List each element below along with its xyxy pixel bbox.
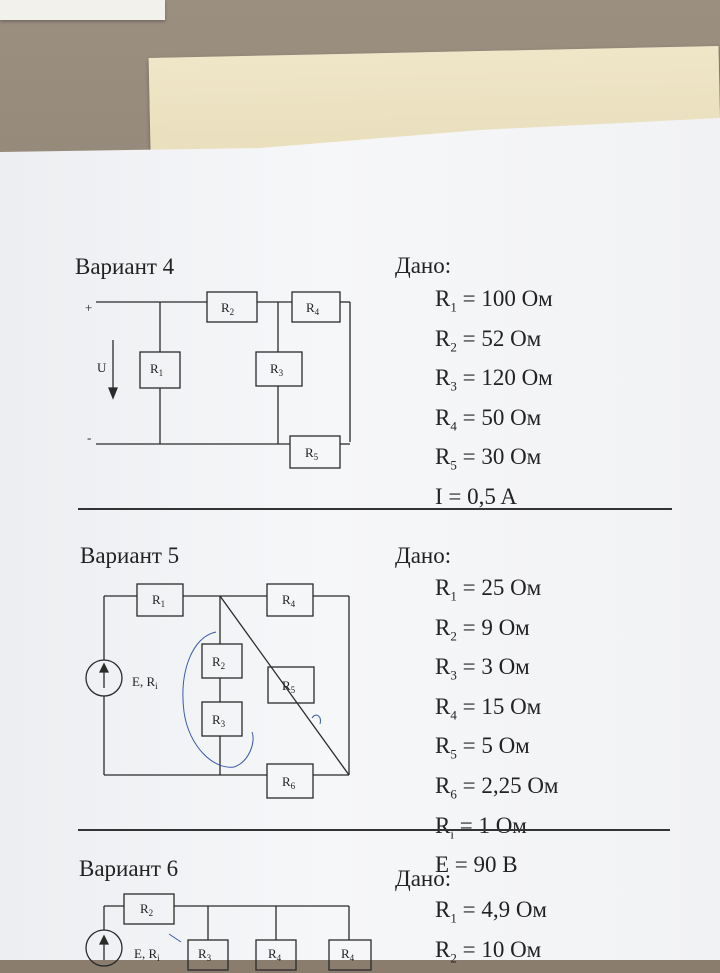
pen-mark (311, 714, 321, 725)
given-r5: R5 = 30 Ом (435, 444, 542, 473)
svg-text:R1: R1 (152, 592, 165, 609)
variant-4-given-title: Дано: (395, 253, 452, 278)
worksheet (0, 118, 720, 960)
svg-text:R4: R4 (306, 300, 320, 317)
given-r3: R3 = 3 Ом (435, 654, 530, 683)
resistor-r3 (201, 701, 243, 737)
background-paper-white (0, 0, 165, 20)
given-r5: R5 = 5 Ом (435, 733, 530, 762)
given-r4: R4 = 15 Ом (435, 693, 542, 723)
svg-text:E, Ri: E, Ri (132, 674, 158, 691)
given-current: I = 0,5 A (435, 483, 517, 509)
variant-5-given-list: R1 = 25 Ом R2 = 9 Ом R3 = 3 Ом R4 = 15 О… (435, 572, 558, 880)
given-emf: E = 90 B (435, 852, 518, 878)
variant-4-title: Вариант 4 (75, 254, 175, 279)
minus-terminal: - (87, 430, 91, 445)
svg-text:R1: R1 (150, 361, 163, 378)
variant-4-circuit: + - R2 R4 R1 R3 R5 U (85, 291, 351, 469)
given-r1: R1 = 25 Ом (435, 575, 542, 604)
arrow-down-icon (108, 387, 118, 400)
divider-line (78, 829, 670, 831)
variant-6-circuit: R2 E, Ri R3 R4 R4 (85, 893, 372, 971)
svg-text:R3: R3 (198, 946, 212, 963)
given-r2: R2 = 9 Ом (435, 614, 530, 644)
resistor-r5 (289, 435, 341, 469)
resistor-r2 (123, 893, 175, 925)
given-ri: Ri = 1 Ом (435, 812, 527, 842)
given-r3: R3 = 120 Ом (435, 365, 553, 394)
svg-text:R2: R2 (212, 654, 225, 671)
given-r6: R6 = 2,25 Ом (435, 772, 559, 802)
pen-mark (168, 933, 182, 943)
given-r1: R1 = 4,9 Ом (435, 897, 547, 926)
svg-text:R3: R3 (270, 361, 284, 378)
given-r1: R1 = 100 Ом (435, 286, 553, 315)
given-r4: R4 = 50 Ом (435, 404, 542, 434)
resistor-r5 (267, 666, 315, 704)
svg-text:R5: R5 (305, 445, 319, 462)
resistor-r2 (201, 643, 243, 679)
variant-6-title: Вариант 6 (79, 856, 179, 881)
resistor-r1 (136, 583, 184, 617)
variant-4-given-list: R1 = 100 Ом R2 = 52 Ом R3 = 120 Ом R4 = … (435, 283, 553, 512)
svg-text:R4: R4 (341, 946, 355, 963)
variant-5-given-title: Дано: (395, 543, 452, 568)
resistor-r2 (206, 291, 258, 323)
variant-6-given-list: R1 = 4,9 Ом R2 = 10 Ом (435, 894, 547, 973)
svg-text:R2: R2 (221, 300, 234, 317)
resistor-r6 (266, 763, 314, 799)
arrow-up-icon (98, 934, 110, 945)
plus-terminal: + (85, 300, 92, 315)
resistor-r4 (291, 291, 341, 323)
divider-line (78, 508, 672, 510)
variant-6-given-title: Дано: (395, 866, 452, 891)
variant-5-title: Вариант 5 (80, 543, 180, 568)
voltage-label: U (97, 360, 107, 375)
svg-text:R4: R4 (282, 592, 296, 609)
svg-text:E, Ri: E, Ri (134, 946, 160, 963)
pen-mark (182, 631, 254, 768)
given-r2: R2 = 52 Ом (435, 325, 542, 355)
resistor-r4 (266, 583, 314, 617)
svg-text:R3: R3 (212, 712, 226, 729)
svg-text:R2: R2 (140, 901, 153, 918)
given-r2: R2 = 10 Ом (435, 936, 542, 966)
svg-text:R6: R6 (282, 774, 296, 791)
svg-text:R5: R5 (282, 678, 296, 695)
svg-text:R4: R4 (268, 946, 282, 963)
arrow-up-icon (98, 662, 110, 673)
resistor-r3 (255, 351, 303, 387)
variant-5-circuit: R1 R4 E, Ri R2 R3 R5 R6 (85, 583, 350, 799)
